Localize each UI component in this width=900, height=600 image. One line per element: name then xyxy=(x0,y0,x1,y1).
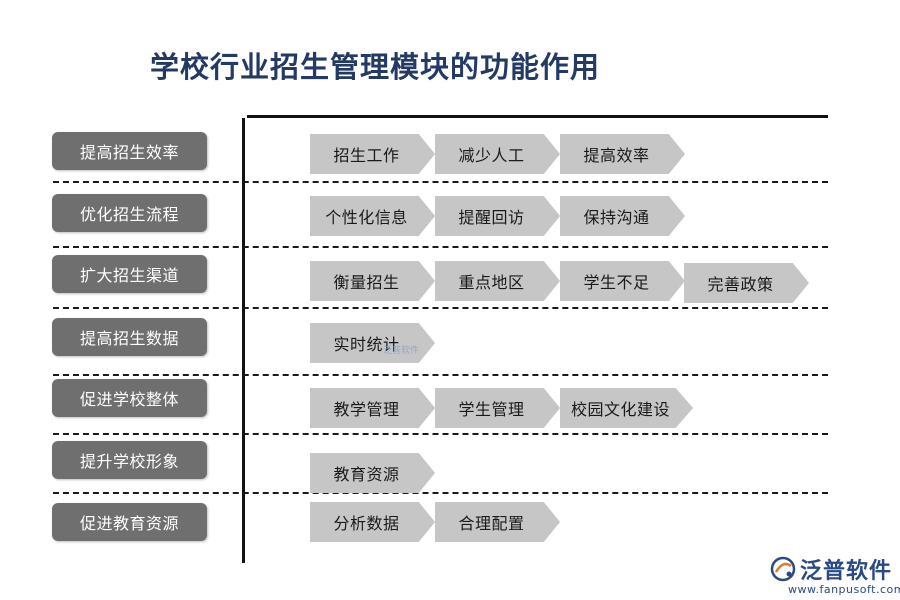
chevron-step: 招生工作 xyxy=(310,134,435,174)
row-separator xyxy=(53,374,828,376)
chevron-step: 提高效率 xyxy=(560,134,685,174)
chevron-step: 教学管理 xyxy=(310,388,435,428)
chevron-step: 衡量招生 xyxy=(310,261,435,301)
chevron-step: 校园文化建设 xyxy=(560,388,693,428)
watermark-text: 泛普软件 xyxy=(383,346,420,356)
row-label-7: 促进教育资源 xyxy=(52,503,207,541)
row-separator xyxy=(53,433,828,435)
chevron-step: 保持沟通 xyxy=(560,196,685,236)
fanpu-logo-icon xyxy=(770,556,796,582)
chevron-step: 实时统计 xyxy=(310,323,435,363)
chevron-step: 学生不足 xyxy=(560,261,685,301)
vertical-divider xyxy=(242,118,245,563)
logo-url: www.fanpusoft.com xyxy=(788,583,900,596)
row-label-1: 提高招生效率 xyxy=(52,132,207,170)
page-title: 学校行业招生管理模块的功能作用 xyxy=(150,50,601,84)
row-label-5: 促进学校整体 xyxy=(52,379,207,417)
row-separator xyxy=(53,246,828,248)
chevron-step: 完善政策 xyxy=(684,263,809,303)
chevron-step: 提醒回访 xyxy=(435,196,560,236)
logo-text: 泛普软件 xyxy=(800,559,893,584)
row-label-4: 提高招生数据 xyxy=(52,318,207,356)
row-label-3: 扩大招生渠道 xyxy=(52,255,207,293)
brand-logo: 泛普软件 xyxy=(770,553,892,585)
chevron-step: 合理配置 xyxy=(435,502,560,542)
top-divider xyxy=(247,115,828,118)
row-label-2: 优化招生流程 xyxy=(52,194,207,232)
chevron-step: 重点地区 xyxy=(435,261,560,301)
row-label-6: 提升学校形象 xyxy=(52,441,207,479)
chevron-step: 分析数据 xyxy=(310,502,435,542)
row-separator xyxy=(53,181,828,183)
chevron-step: 减少人工 xyxy=(435,134,560,174)
row-separator xyxy=(53,307,828,309)
chevron-step: 教育资源 xyxy=(310,453,435,493)
chevron-step: 学生管理 xyxy=(435,388,560,428)
row-separator xyxy=(53,492,828,494)
chevron-step: 个性化信息 xyxy=(310,196,435,236)
